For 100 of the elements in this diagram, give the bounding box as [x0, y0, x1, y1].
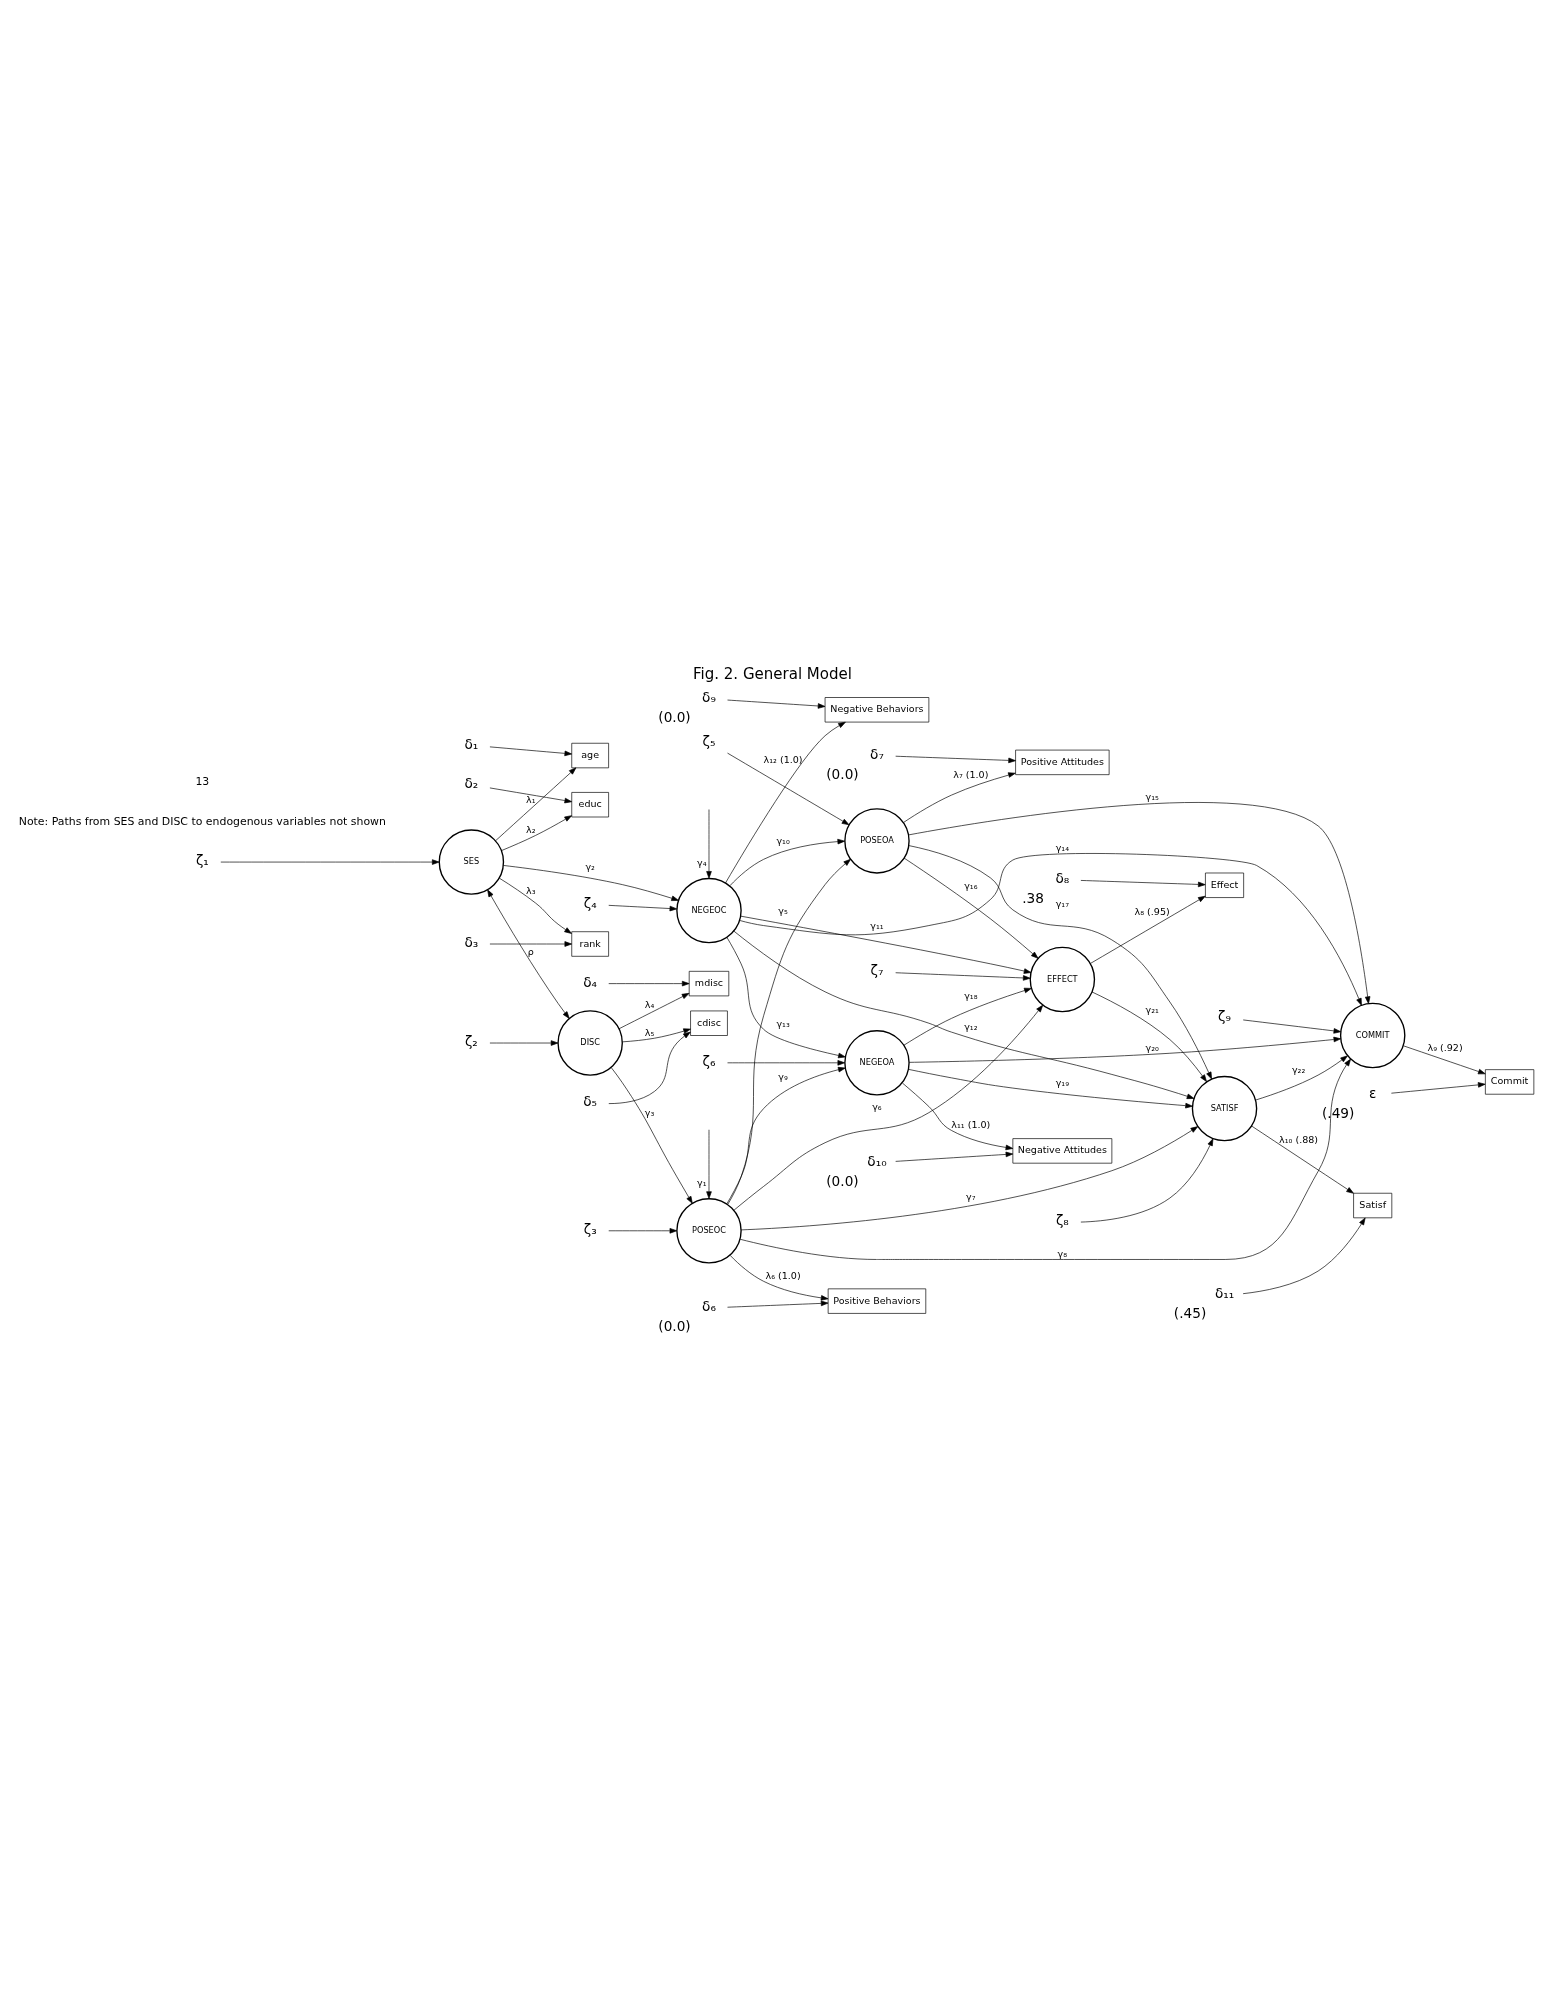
edge-label: λ₁₁ (1.0): [951, 1118, 991, 1130]
arrow: [487, 888, 570, 1019]
edge-label: λ₈ (.95): [1134, 905, 1170, 917]
arrow: [608, 1031, 691, 1104]
node-text: ζ₆: [702, 1052, 716, 1069]
node-label: (0.0): [826, 1172, 859, 1189]
edge-label: γ₁₈: [964, 989, 978, 1001]
edge-label: γ₂₁: [1145, 1003, 1159, 1015]
node-box: Negative Attitudes: [1012, 1137, 1113, 1164]
arrow: [1391, 1081, 1486, 1094]
node-text: δ₅: [583, 1092, 598, 1109]
arrow: [726, 936, 846, 1058]
arrow: [727, 858, 851, 1205]
arrow: [908, 1036, 1342, 1063]
edge-label: γ₁₃: [776, 1017, 790, 1029]
node-text: δ₈: [1055, 869, 1070, 886]
node-label: (0.0): [658, 708, 691, 725]
edge-label: γ₁₀: [776, 834, 790, 846]
edge-label: λ₁: [526, 793, 536, 805]
arrow: [495, 767, 577, 841]
node-label: .38: [1022, 889, 1044, 906]
edge-label: γ₅: [778, 904, 788, 916]
edge-label: λ₁₂ (1.0): [763, 753, 803, 765]
arrow: [1403, 1044, 1486, 1074]
arrow: [739, 852, 1362, 1006]
node-circle: NEGEOA: [844, 1029, 910, 1096]
node-text: ζ₁: [195, 851, 209, 868]
node-label: (0.0): [826, 765, 859, 782]
edge-label: λ₃: [526, 884, 536, 896]
edge-label: λ₉ (.92): [1427, 1041, 1463, 1053]
node-box: mdisc: [688, 970, 730, 996]
node-box: rank: [571, 930, 609, 957]
arrow: [908, 1068, 1193, 1108]
arrow: [608, 1227, 678, 1234]
arrow: [727, 752, 850, 825]
arrow: [608, 980, 690, 986]
edge-label: λ₂: [526, 823, 536, 835]
arrow: [622, 1027, 691, 1042]
edge-label: λ₅: [644, 1026, 655, 1038]
arrow: [1255, 1055, 1348, 1100]
edge-label: γ₈: [1057, 1247, 1068, 1259]
arrow: [706, 808, 712, 879]
edge-label: γ₁₆: [964, 879, 978, 891]
node-text: δ₄: [583, 973, 598, 990]
node-box: cdisc: [690, 1010, 728, 1036]
edge-label: λ₄: [644, 998, 655, 1010]
arrow: [608, 904, 678, 911]
node-box: age: [571, 742, 609, 768]
edge-label: γ₁₄: [1055, 841, 1070, 853]
arrow: [1242, 1217, 1366, 1294]
node-text: ζ₂: [464, 1032, 478, 1049]
node-box: Commit: [1485, 1068, 1535, 1095]
node-box: Effect: [1205, 872, 1244, 898]
arrow: [733, 930, 1195, 1099]
edge-label: γ₁₅: [1145, 790, 1159, 802]
edge-label: λ₆ (1.0): [765, 1269, 801, 1281]
arrow: [220, 858, 440, 865]
node-label: (.45): [1173, 1304, 1207, 1321]
edge-label: γ₉: [778, 1070, 788, 1082]
node-text: ζ₉: [1218, 1007, 1231, 1024]
arrow: [895, 755, 1016, 763]
node-text: δ₁₀: [867, 1152, 887, 1169]
edge-label: γ₂₀: [1145, 1041, 1159, 1053]
arrow: [895, 971, 1031, 981]
edge-label: γ₄: [697, 856, 707, 868]
node-text: ζ₅: [702, 732, 716, 749]
edge-label: γ₂₂: [1291, 1063, 1306, 1075]
arrow: [499, 877, 572, 934]
node-text: ε: [1369, 1084, 1377, 1101]
edge-label: γ₃: [644, 1106, 655, 1118]
arrow: [489, 746, 573, 756]
arrow: [489, 787, 573, 803]
edge-label: λ₁₀ (.88): [1279, 1133, 1319, 1145]
arrow: [1251, 1125, 1354, 1194]
arrow: [902, 1082, 1014, 1150]
node-box: Satisf: [1353, 1192, 1393, 1218]
node-text: ζ₇: [870, 961, 884, 978]
label: Note: Paths from SES and DISC to endogenous variables not shown: [18, 814, 386, 828]
node-text: δ₆: [702, 1297, 716, 1314]
edge-label: γ₁₁: [870, 919, 884, 931]
node-circle: NEGEOC: [676, 877, 742, 943]
node-text: ζ₈: [1055, 1211, 1069, 1228]
arrow: [1080, 879, 1206, 887]
node-text: δ₃: [464, 933, 479, 950]
edge-label: γ₁₂: [964, 1020, 978, 1031]
arrow: [503, 864, 679, 901]
arrow: [489, 940, 573, 947]
node-label: (.49): [1322, 1104, 1355, 1121]
node-text: δ₇: [870, 745, 884, 762]
edge-label: γ₆: [872, 1100, 882, 1112]
node-text: ζ₃: [583, 1220, 597, 1237]
edge-label: γ₂: [585, 860, 595, 872]
arrow: [740, 1125, 1199, 1230]
arrow: [1080, 1137, 1214, 1222]
node-text: ζ₄: [583, 894, 597, 911]
edge-label: ρ: [527, 945, 534, 957]
edge-label: γ₇: [966, 1190, 976, 1202]
label: 13: [195, 774, 210, 788]
node-text: δ₁: [464, 735, 479, 752]
arrow: [740, 915, 1032, 974]
